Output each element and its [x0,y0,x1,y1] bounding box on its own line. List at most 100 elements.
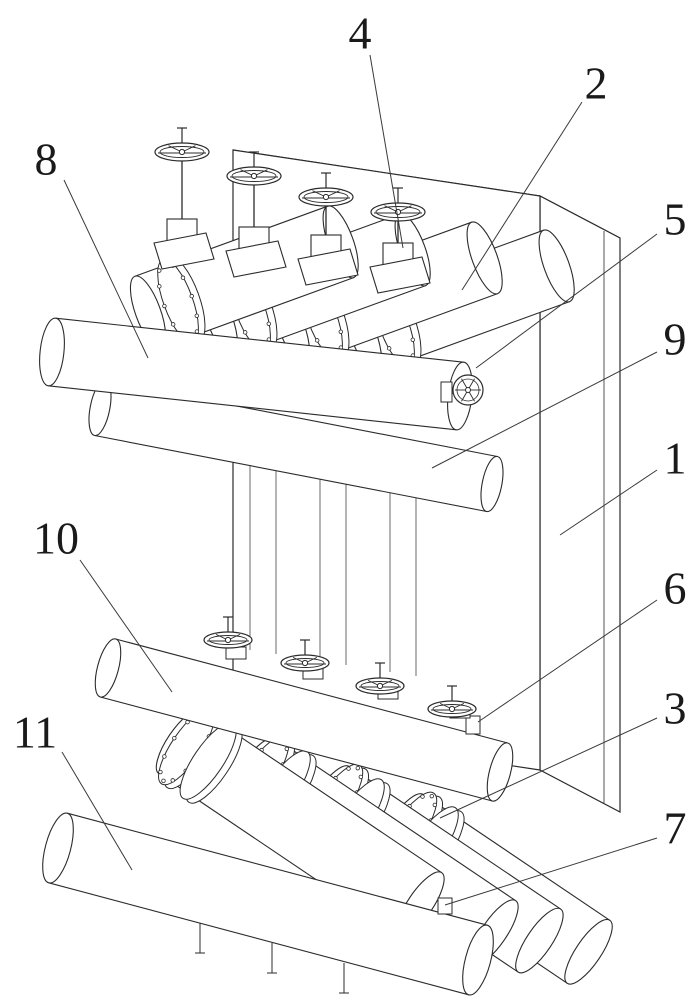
flange-bolt [158,769,163,775]
drawing-stroke [462,924,494,996]
drawing-stroke [48,813,488,995]
handwheel [203,616,253,649]
drawing-stroke [159,146,205,158]
drawing-stroke [208,635,248,645]
handwheel [298,172,354,207]
stem-valve [203,616,253,660]
drawing-stroke [178,148,186,156]
leader-line-6 [477,599,658,723]
flange-bolt [162,303,167,309]
reference-label-9: 9 [664,314,687,365]
flange-bolt [358,774,364,780]
gate-valve [153,127,215,270]
small-handwheel-valve [440,374,484,406]
drawing-stroke [322,193,330,201]
flange-bolt [355,765,360,771]
valve-bonnet [225,646,247,660]
drawing-stroke [466,221,503,295]
reference-label-4: 4 [349,8,372,59]
flange-bolt [170,322,176,327]
upper-valve-bank [129,127,575,373]
leader-line-2 [461,101,583,291]
leader-line-11 [61,751,133,871]
drawing-stroke [448,705,456,713]
drawing-stroke [538,229,575,303]
drawing-stroke [100,696,493,802]
flange-bolt [420,794,425,799]
reference-label-3: 3 [664,683,687,734]
drawing-stroke [42,812,74,884]
flange-bolt [157,268,162,273]
flange-bolt [180,275,186,280]
leader-line-10 [79,559,173,693]
drawing-stroke [564,918,613,985]
drawing-stroke [100,639,508,801]
flange-bolt [429,793,434,799]
valve-manifold-assembly [39,127,621,996]
leader-line-5 [475,233,658,369]
drawing-stroke [67,812,488,926]
flange-bolt [157,284,162,289]
leader-line-1 [559,469,658,536]
drawing-stroke [94,434,487,513]
reference-label-7: 7 [664,803,687,854]
leader-line-4 [369,54,404,249]
reference-label-2: 2 [585,58,608,109]
gate-plate [225,240,287,278]
stem-valve [280,639,330,680]
pipe-bracket [465,715,481,735]
reference-label-8: 8 [35,134,58,185]
handwheel [226,151,282,186]
stem-valve [355,662,405,700]
drawing-stroke [432,704,472,714]
drawing-stroke [376,682,384,690]
gate-plate [297,248,359,286]
flange-bolt [172,735,177,741]
handwheel [280,639,330,672]
pipe-clamp [437,897,453,915]
drawing-stroke [48,318,464,430]
gate-plate [153,232,215,270]
drawing-stroke [360,681,400,691]
leader-line-7 [444,837,658,906]
flange-bolt [338,329,344,334]
drawing-stroke [285,658,325,668]
stem-valve [427,685,477,719]
drain-stubs [195,923,349,994]
drawing-stroke [480,455,504,513]
flange-bolt [162,754,167,759]
lower-branch-pipe [155,707,445,937]
drawing-stroke [94,380,498,512]
drawing-stroke [250,172,258,180]
drawing-stroke [48,385,457,431]
flange-bolt [161,778,166,783]
reference-label-10: 10 [33,513,79,564]
drawing-stroke [115,638,508,744]
reference-label-1: 1 [664,433,687,484]
drawing-stroke [39,317,65,387]
reference-label-6: 6 [664,563,687,614]
leader-line-8 [63,179,149,359]
drawing-stroke [301,659,309,667]
drawing-stroke [515,907,564,974]
flange-bolt [410,337,416,342]
leader-line-9 [431,351,658,469]
handwheel [427,685,477,718]
drawing-stroke [224,636,232,644]
handwheel [154,127,210,162]
gate-valve [225,151,287,278]
drawing-stroke [48,882,469,996]
drawing-stroke [303,191,349,203]
bottom-header-pipe [42,812,494,996]
flange-bolt [170,778,175,783]
leader-line-3 [439,717,658,819]
flange-bolt [189,293,194,299]
drawing-stroke [94,638,122,698]
drawing-stroke [465,387,471,393]
header-pipe-10 [94,638,514,802]
gate-valve [297,172,359,286]
flange-bolt [314,338,320,343]
flange-bolt [386,346,392,351]
drawing-stroke [55,317,464,363]
